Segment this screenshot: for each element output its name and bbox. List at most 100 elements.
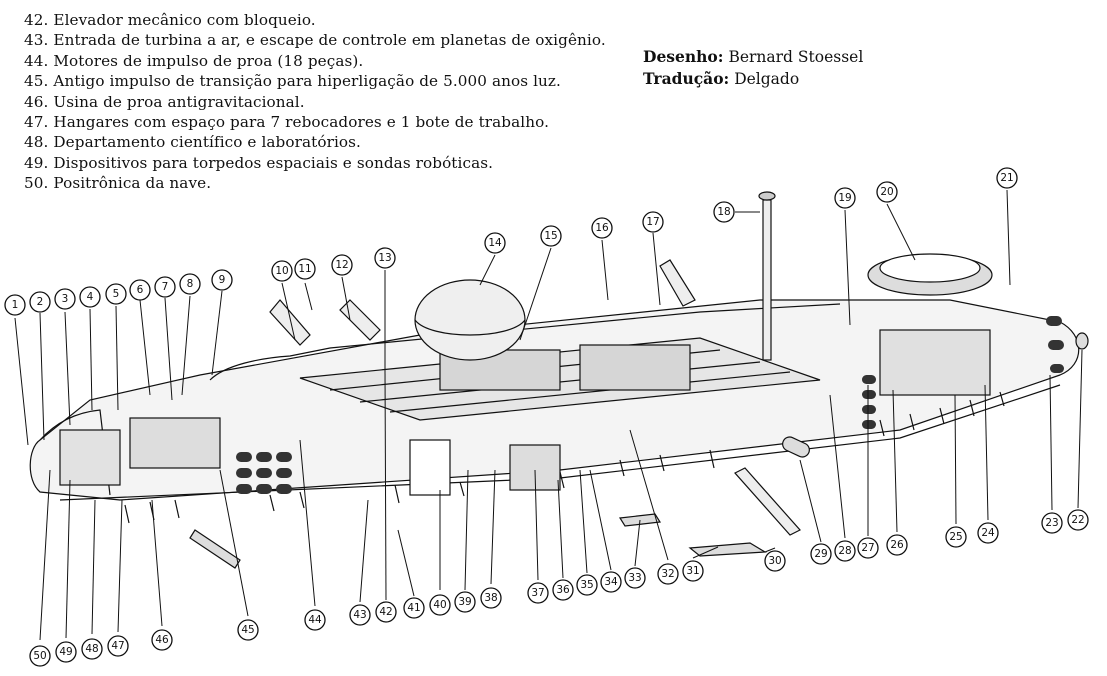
svg-text:27: 27 bbox=[861, 542, 874, 554]
translation-credit-label: Tradução: bbox=[643, 69, 730, 88]
svg-text:12: 12 bbox=[335, 259, 348, 271]
svg-text:50: 50 bbox=[33, 650, 46, 662]
svg-text:48: 48 bbox=[85, 643, 98, 655]
svg-text:34: 34 bbox=[604, 576, 618, 588]
svg-text:25: 25 bbox=[949, 531, 962, 543]
svg-text:44: 44 bbox=[308, 614, 322, 626]
ring-inner bbox=[879, 253, 981, 283]
callout-13: 13 bbox=[374, 247, 396, 269]
svg-text:5: 5 bbox=[113, 288, 120, 300]
svg-text:11: 11 bbox=[298, 263, 311, 275]
callout-46: 46 bbox=[151, 629, 173, 651]
translation-credit: Tradução: Delgado bbox=[643, 68, 863, 90]
nose-tip bbox=[1075, 332, 1089, 350]
compartment bbox=[579, 344, 691, 391]
callout-6: 6 bbox=[129, 279, 151, 301]
svg-text:9: 9 bbox=[219, 274, 226, 286]
bow-section bbox=[39, 409, 111, 496]
callout-10: 10 bbox=[271, 260, 293, 282]
antenna-mast bbox=[762, 199, 772, 361]
callout-9: 9 bbox=[211, 269, 233, 291]
legend-list: 42. Elevador mecânico com bloqueio. 43. … bbox=[24, 10, 606, 194]
callout-37: 37 bbox=[527, 582, 549, 604]
callout-40: 40 bbox=[429, 594, 451, 616]
callout-30: 30 bbox=[764, 550, 786, 572]
svg-text:29: 29 bbox=[814, 548, 827, 560]
translation-credit-name: Delgado bbox=[734, 70, 800, 88]
callout-32: 32 bbox=[657, 563, 679, 585]
drawing-credit-label: Desenho: bbox=[643, 47, 724, 66]
legend-item: 46. Usina de proa antigravitacional. bbox=[24, 92, 305, 111]
svg-text:37: 37 bbox=[531, 587, 544, 599]
svg-text:31: 31 bbox=[686, 565, 699, 577]
legend-item: 43. Entrada de turbina a ar, e escape de… bbox=[24, 31, 606, 50]
callout-31: 31 bbox=[682, 560, 704, 582]
svg-text:20: 20 bbox=[880, 186, 893, 198]
svg-text:17: 17 bbox=[646, 216, 659, 228]
callout-29: 29 bbox=[810, 543, 832, 565]
callout-41: 41 bbox=[403, 597, 425, 619]
svg-text:23: 23 bbox=[1045, 517, 1058, 529]
compartment bbox=[129, 417, 221, 469]
svg-text:16: 16 bbox=[595, 222, 609, 234]
svg-text:19: 19 bbox=[838, 192, 851, 204]
launch-rail bbox=[734, 467, 801, 536]
thruster-pod bbox=[269, 299, 311, 346]
legend-item: 42. Elevador mecânico com bloqueio. bbox=[24, 11, 316, 29]
callout-43: 43 bbox=[349, 604, 371, 626]
svg-text:13: 13 bbox=[378, 252, 391, 264]
callout-22: 22 bbox=[1067, 509, 1089, 531]
hull-keel bbox=[59, 384, 1061, 501]
svg-text:22: 22 bbox=[1071, 514, 1084, 526]
callout-14: 14 bbox=[484, 232, 506, 254]
svg-text:15: 15 bbox=[544, 230, 557, 242]
callout-4: 4 bbox=[79, 286, 101, 308]
svg-text:43: 43 bbox=[353, 609, 366, 621]
callout-3: 3 bbox=[54, 288, 76, 310]
svg-text:28: 28 bbox=[838, 545, 851, 557]
svg-text:14: 14 bbox=[488, 237, 502, 249]
svg-text:30: 30 bbox=[768, 555, 781, 567]
callout-50: 50 bbox=[29, 645, 51, 667]
svg-text:46: 46 bbox=[155, 634, 169, 646]
drawing-credit: Desenho: Bernard Stoessel bbox=[643, 46, 863, 68]
svg-text:1: 1 bbox=[12, 299, 19, 311]
callout-47: 47 bbox=[107, 635, 129, 657]
svg-text:6: 6 bbox=[137, 284, 144, 296]
svg-text:10: 10 bbox=[275, 265, 288, 277]
svg-text:49: 49 bbox=[59, 646, 72, 658]
legend-item: 50. Positrônica da nave. bbox=[24, 174, 212, 193]
callout-35: 35 bbox=[576, 574, 598, 596]
callout-28: 28 bbox=[834, 540, 856, 562]
svg-text:3: 3 bbox=[62, 293, 69, 305]
callout-2: 2 bbox=[29, 291, 51, 313]
thruster-pod bbox=[339, 299, 381, 341]
callout-33: 33 bbox=[624, 567, 646, 589]
torpedo-probe bbox=[189, 529, 241, 569]
landing-legs bbox=[124, 391, 1005, 524]
callout-21: 21 bbox=[996, 167, 1018, 189]
svg-text:42: 42 bbox=[379, 606, 392, 618]
leader-lines bbox=[14, 189, 1083, 641]
callout-8: 8 bbox=[179, 273, 201, 295]
svg-text:26: 26 bbox=[890, 539, 904, 551]
svg-text:7: 7 bbox=[162, 281, 169, 293]
side-cylinder bbox=[782, 436, 810, 458]
callout-44: 44 bbox=[304, 609, 326, 631]
svg-text:41: 41 bbox=[407, 602, 420, 614]
ship-illustration bbox=[29, 191, 1089, 569]
callout-42: 42 bbox=[375, 601, 397, 623]
callout-34: 34 bbox=[600, 571, 622, 593]
svg-text:35: 35 bbox=[580, 579, 593, 591]
svg-text:21: 21 bbox=[1000, 172, 1013, 184]
svg-text:2: 2 bbox=[37, 296, 44, 308]
svg-text:45: 45 bbox=[241, 624, 254, 636]
svg-text:38: 38 bbox=[484, 592, 497, 604]
callout-25: 25 bbox=[945, 526, 967, 548]
callout-23: 23 bbox=[1041, 512, 1063, 534]
legend-item: 45. Antigo impulso de transição para hip… bbox=[24, 72, 561, 91]
dome-rim bbox=[414, 319, 526, 336]
drawing-credit-name: Bernard Stoessel bbox=[728, 48, 864, 66]
